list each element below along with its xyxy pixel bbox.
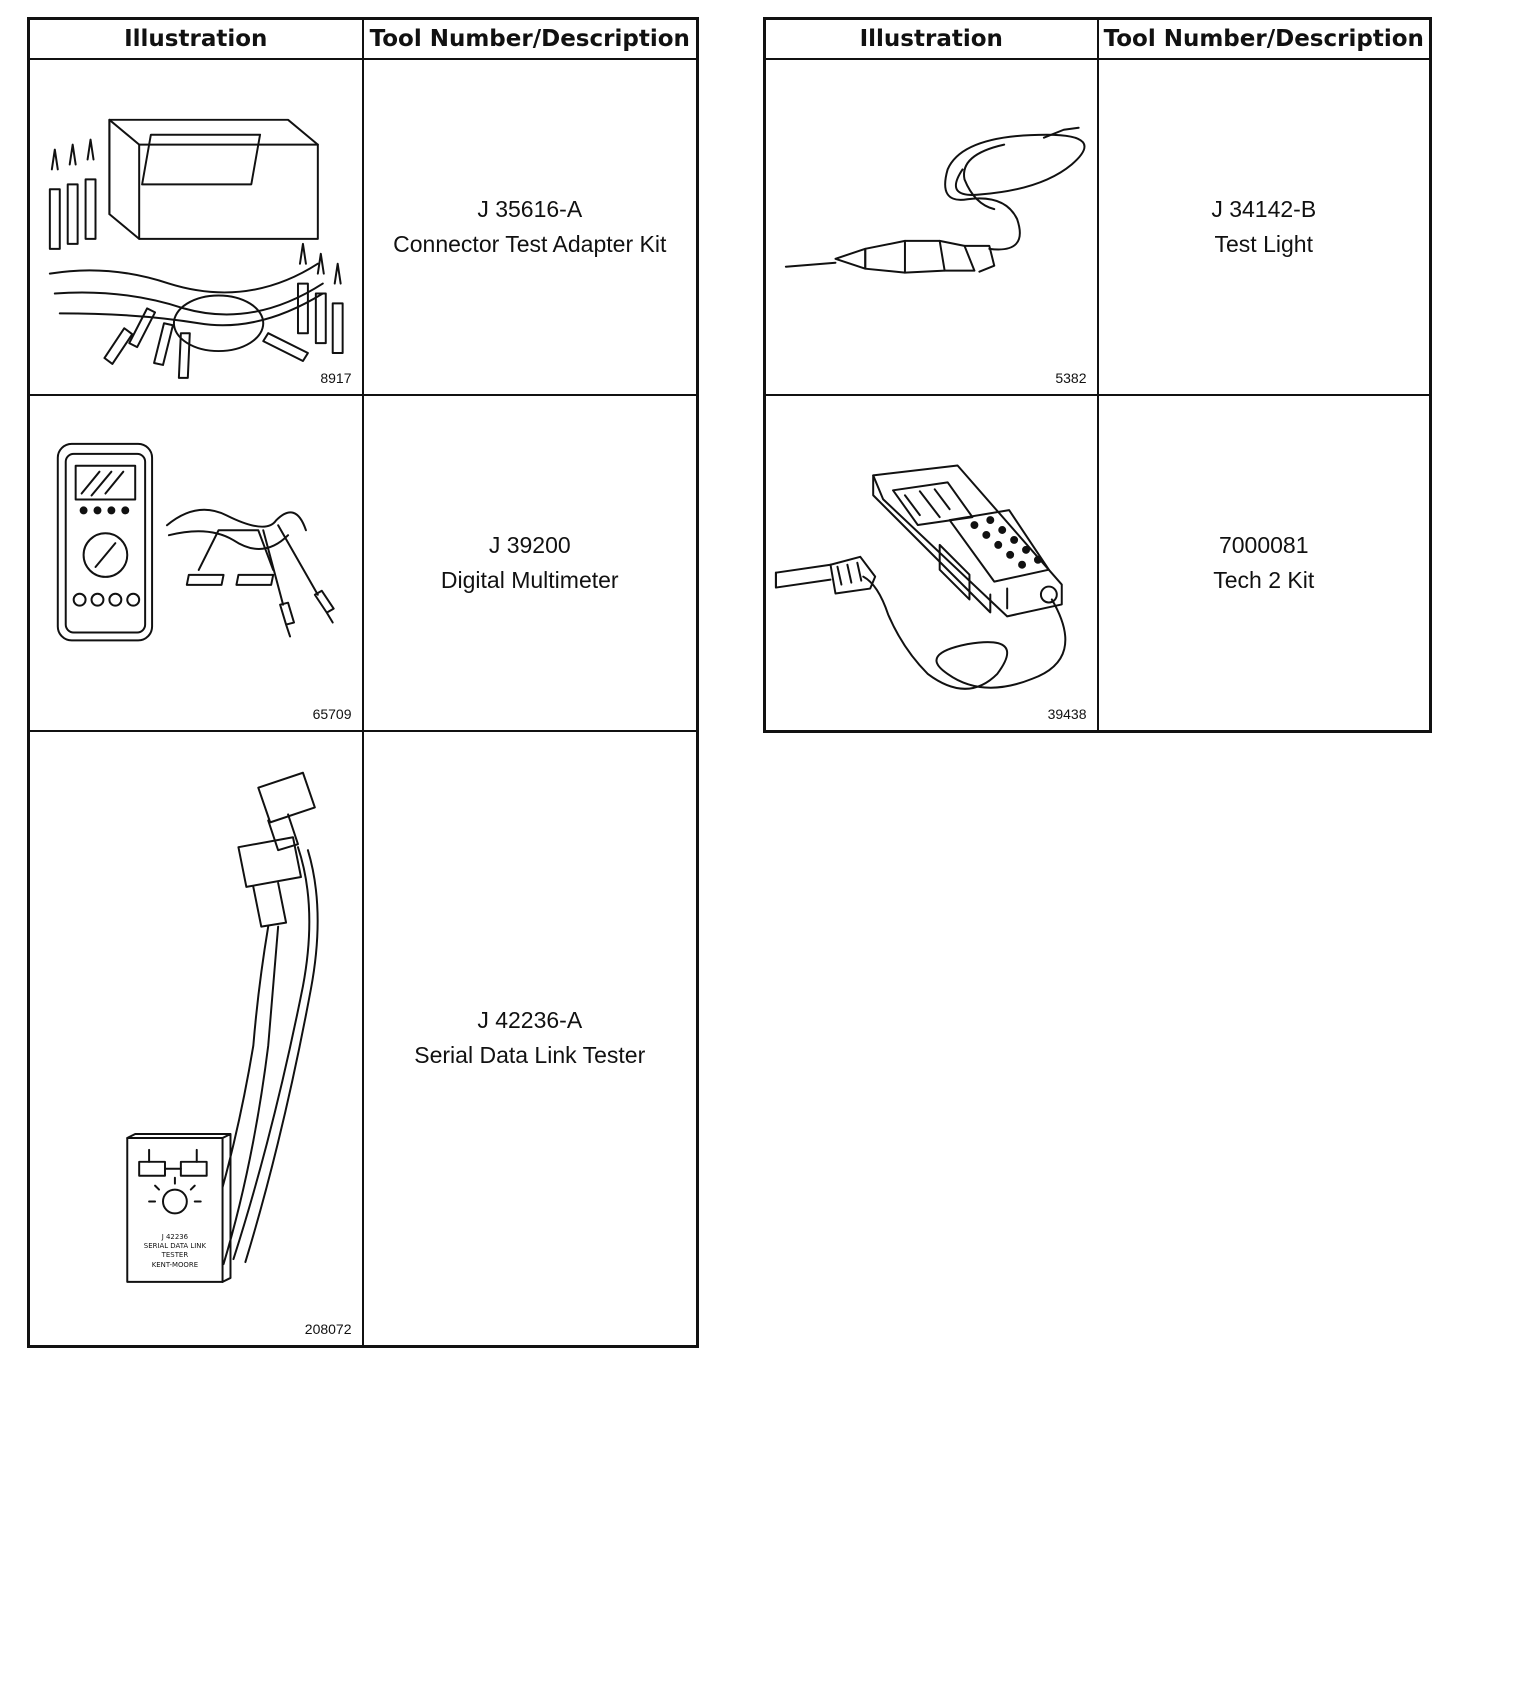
tool-number: J 39200 [488,532,571,558]
illustration-cell: 5382 [763,58,1099,396]
tool-description-cell: J 39200 Digital Multimeter [361,394,699,732]
illustration-cell: 65709 [27,394,364,732]
tool-description-cell: J 35616-A Connector Test Adapter Kit [361,58,699,396]
header-row: Illustration Tool Number/Description [27,17,699,60]
digital-multimeter-illustration [56,442,335,642]
table-row: 5382 J 34142-B Test Light [763,58,1432,396]
header-row: Illustration Tool Number/Description [763,17,1432,60]
tool-header: Tool Number/Description [1096,17,1432,60]
left-tool-table: Illustration Tool Number/Description [27,17,699,1348]
svg-text:TESTER: TESTER [161,1251,189,1259]
tool-number: J 34142-B [1211,196,1317,222]
tool-description: Connector Test Adapter Kit [393,231,667,257]
tool-description-cell: J 34142-B Test Light [1096,58,1432,396]
illustration-cell: J 42236 SERIAL DATA LINK TESTER KENT-MOO… [27,730,364,1347]
tool-description: Test Light [1214,231,1313,257]
illustration-header: Illustration [27,17,364,60]
connector-test-adapter-kit-illustration [48,118,344,379]
tech-2-kit-illustration [774,464,1067,690]
figure-number: 8917 [320,370,352,386]
table-row: 65709 J 39200 Digital Multimeter [27,394,699,732]
svg-text:J 42236: J 42236 [161,1233,188,1241]
tool-description: Serial Data Link Tester [414,1042,646,1069]
illustration-cell: 8917 [27,58,364,396]
test-light-illustration [784,126,1086,274]
figure-number: 39438 [1047,705,1087,722]
tool-number: J 42236-A [477,1007,583,1034]
tool-description: Tech 2 Kit [1213,566,1315,593]
svg-text:SERIAL DATA LINK: SERIAL DATA LINK [144,1242,207,1250]
illustration-header: Illustration [763,17,1099,60]
tool-header: Tool Number/Description [361,17,699,60]
table-row: J 42236 SERIAL DATA LINK TESTER KENT-MOO… [27,730,699,1347]
right-tool-table: Illustration Tool Number/Description 538… [763,17,1432,733]
table-row: 39438 7000081 Tech 2 Kit [763,394,1432,732]
tool-number: J 35616-A [477,196,583,222]
figure-number: 65709 [312,706,352,722]
illustration-cell: 39438 [763,394,1099,732]
table-row: 8917 J 35616-A Connector Test Adapter Ki… [27,58,699,396]
serial-data-link-tester-illustration: J 42236 SERIAL DATA LINK TESTER KENT-MOO… [126,771,319,1283]
tool-description-cell: 7000081 Tech 2 Kit [1096,394,1432,732]
tool-description: Digital Multimeter [440,567,619,593]
svg-text:KENT-MOORE: KENT-MOORE [152,1261,198,1269]
tool-number: 7000081 [1218,531,1309,558]
tool-description-cell: J 42236-A Serial Data Link Tester [361,730,699,1347]
figure-number: 208072 [304,1320,352,1337]
figure-number: 5382 [1055,370,1087,386]
